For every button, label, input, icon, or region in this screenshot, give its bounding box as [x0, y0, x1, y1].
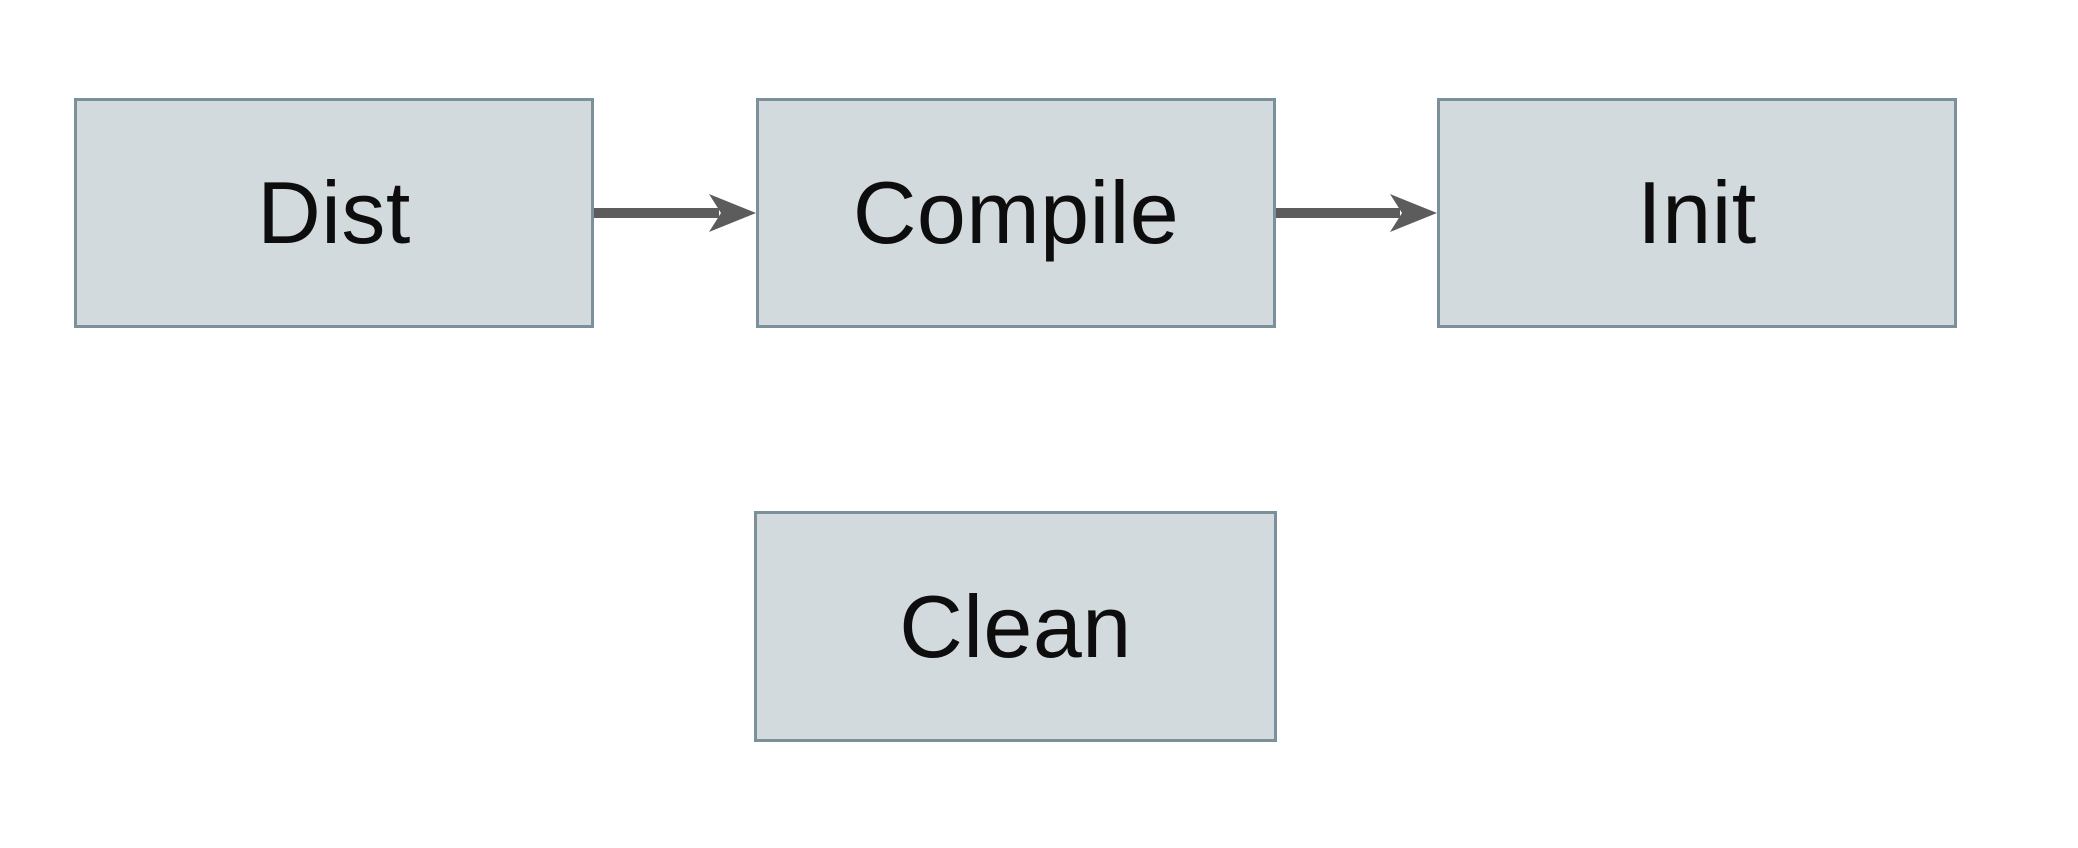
edge-dist-to-compile	[593, 194, 756, 232]
arrowhead-icon	[709, 194, 756, 232]
node-init-label: Init	[1637, 163, 1757, 262]
node-clean: Clean	[754, 511, 1277, 742]
node-compile-label: Compile	[852, 163, 1180, 262]
node-dist: Dist	[74, 98, 594, 328]
node-init: Init	[1437, 98, 1957, 328]
node-compile: Compile	[756, 98, 1276, 328]
arrowhead-icon	[1390, 194, 1437, 232]
edge-compile-to-init	[1276, 194, 1437, 232]
node-clean-label: Clean	[899, 576, 1132, 676]
node-dist-label: Dist	[257, 163, 411, 262]
